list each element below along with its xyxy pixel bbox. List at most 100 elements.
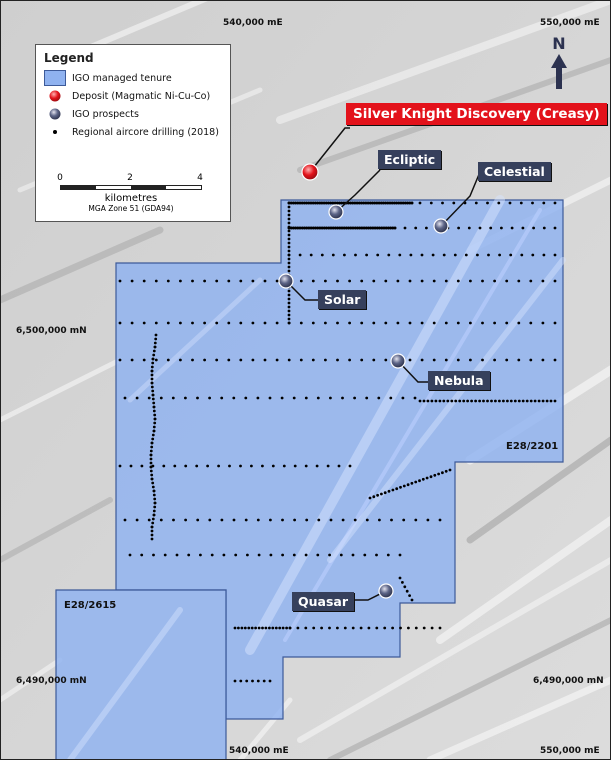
drill-hole-dot [399, 201, 403, 205]
drill-hole-dot [376, 493, 379, 497]
callout-quasar: Quasar [292, 592, 354, 611]
drill-hole-dot [191, 279, 194, 283]
drill-hole-dot [318, 201, 322, 205]
drill-hole-dot [408, 201, 412, 205]
drill-hole-dot [388, 201, 392, 205]
drill-hole-dot [360, 358, 364, 362]
drill-hole-dot [151, 397, 155, 401]
drill-hole-dot [152, 493, 156, 497]
drill-hole-dot [525, 399, 529, 403]
drill-hole-dot [293, 464, 297, 468]
drill-hole-dot [287, 237, 291, 241]
drill-hole-dot [344, 226, 348, 230]
drill-hole-dot [309, 226, 313, 230]
drill-hole-dot [293, 518, 296, 522]
drill-hole-dot [150, 473, 154, 477]
drill-hole-dot [398, 253, 402, 257]
drill-hole-dot [403, 585, 407, 589]
drill-hole-dot [298, 226, 302, 230]
drill-hole-dot [159, 396, 163, 400]
drill-hole-dot [329, 396, 332, 400]
drill-hole-dot [510, 226, 514, 230]
drill-hole-dot [381, 201, 385, 205]
drill-hole-dot [469, 279, 472, 283]
drill-hole-dot [373, 226, 377, 230]
drill-hole-dot [410, 598, 414, 602]
drill-hole-dot [233, 626, 237, 630]
drill-hole-dot [425, 226, 428, 230]
drill-hole-dot [365, 396, 369, 400]
drill-hole-dot [305, 518, 309, 522]
scale-zone: MGA Zone 51 (GDA94) [88, 204, 174, 213]
drill-hole-dot [287, 257, 291, 261]
drill-hole-dot [429, 201, 433, 205]
drill-hole-dot [322, 201, 326, 205]
drill-hole-dot [413, 396, 417, 400]
drill-hole-dot [517, 279, 521, 283]
drill-hole-dot [441, 471, 444, 475]
drill-hole-dot [325, 226, 328, 230]
drill-hole-dot [244, 396, 248, 400]
drill-hole-dot [502, 399, 505, 403]
drill-hole-dot [152, 553, 155, 557]
drill-hole-dot [294, 226, 298, 230]
drill-hole-dot [151, 393, 155, 397]
drill-hole-dot [268, 626, 271, 630]
drill-hole-dot [339, 553, 343, 557]
drill-hole-dot [130, 279, 134, 283]
drill-hole-dot [348, 279, 351, 283]
aircore-drilling [118, 201, 557, 683]
drill-hole-dot [300, 226, 304, 230]
drill-hole-dot [217, 464, 221, 468]
drill-hole-dot [149, 469, 153, 473]
drill-hole-dot [287, 253, 291, 257]
drill-hole-dot [353, 396, 356, 400]
drill-hole-dot [152, 513, 156, 517]
drill-hole-dot [244, 518, 248, 522]
drill-hole-dot [152, 489, 156, 493]
drill-hole-dot [287, 241, 291, 245]
drill-hole-dot [375, 626, 379, 630]
drill-hole-dot [281, 626, 285, 630]
drill-hole-dot [315, 464, 319, 468]
drill-hole-dot [349, 201, 352, 205]
drill-hole-dot [304, 553, 308, 557]
drill-hole-dot [151, 437, 155, 441]
drill-hole-dot [418, 201, 422, 205]
drill-hole-dot [151, 485, 155, 489]
drill-hole-dot [517, 321, 521, 325]
drill-hole-dot [150, 385, 154, 389]
drill-hole-dot [340, 201, 344, 205]
drill-hole-dot [263, 279, 267, 283]
drill-hole-dot [372, 279, 376, 283]
drill-hole-dot [367, 626, 371, 630]
drill-hole-dot [153, 497, 157, 501]
drill-hole-dot [263, 358, 267, 362]
drill-hole-dot [399, 626, 402, 630]
drill-hole-dot [199, 553, 202, 557]
drill-hole-dot [250, 464, 253, 468]
drill-hole-dot [426, 399, 430, 403]
drill-hole-dot [166, 321, 170, 325]
drill-hole-dot [408, 594, 411, 597]
drill-hole-dot [360, 321, 364, 325]
drill-hole-dot [553, 226, 557, 230]
drill-hole-dot [311, 201, 315, 205]
drill-hole-dot [150, 529, 154, 533]
drill-hole-dot [343, 626, 347, 630]
drill-hole-dot [150, 381, 154, 385]
drill-hole-dot [262, 679, 266, 683]
drill-hole-dot [331, 201, 335, 205]
drill-hole-dot [153, 505, 157, 509]
drill-hole-dot [331, 226, 335, 230]
drill-hole-dot [294, 201, 298, 205]
drill-hole-dot [163, 553, 167, 557]
drill-hole-dot [431, 253, 435, 257]
drill-hole-dot [320, 253, 324, 257]
drill-hole-dot [184, 518, 188, 522]
drill-hole-dot [351, 626, 355, 630]
drill-hole-dot [390, 518, 393, 522]
prospect-quasar [378, 583, 394, 599]
drill-hole-dot [362, 226, 366, 230]
drill-hole-dot [553, 399, 557, 403]
